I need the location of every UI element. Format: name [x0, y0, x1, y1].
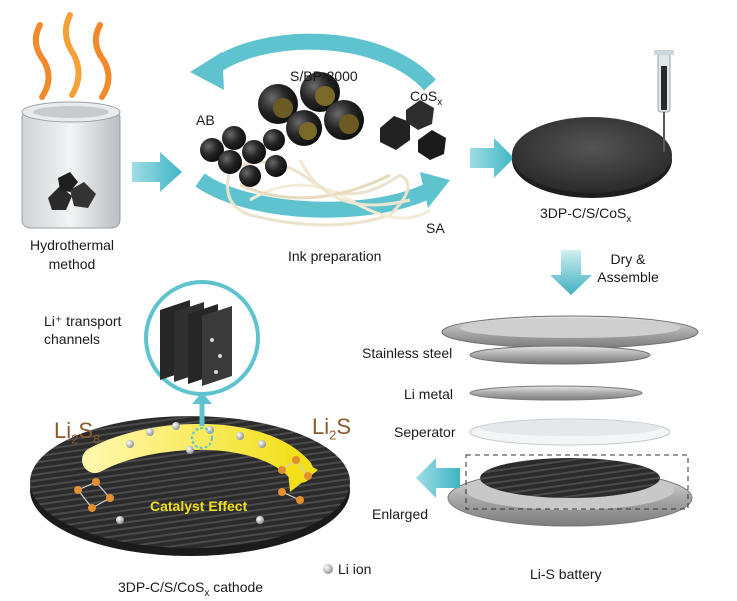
- ink-preparation-illustration: [190, 33, 450, 227]
- label-sa: SA: [426, 220, 445, 236]
- label-catalyst-effect: Catalyst Effect: [150, 498, 248, 514]
- label-li-s-battery: Li-S battery: [530, 566, 602, 582]
- label-cosx: CoSx: [410, 88, 443, 108]
- transport-channels-zoom: [144, 280, 260, 396]
- label-li2s8: Li2S8: [54, 418, 101, 447]
- arrow-left-enlarged: [416, 458, 460, 498]
- label-li-metal: Li metal: [404, 386, 454, 402]
- label-separator: Seperator: [394, 424, 456, 440]
- label-li-transport-channels: Li⁺ transport channels: [44, 313, 122, 347]
- printed-electrode-disk: [512, 50, 674, 198]
- arrow-right-2: [470, 138, 514, 178]
- label-cathode: 3DP-C/S/CoSx cathode: [118, 579, 264, 599]
- label-hydrothermal: Hydrothermal method: [29, 237, 115, 272]
- label-sbp-2000: S/BP-2000: [290, 68, 358, 84]
- label-ink-preparation: Ink preparation: [288, 248, 382, 264]
- hydrothermal-jar: [21, 12, 121, 229]
- label-li-ion: Li ion: [338, 561, 372, 577]
- label-enlarged: Enlarged: [372, 506, 429, 522]
- label-stainless-steel: Stainless steel: [362, 345, 453, 361]
- label-printed-electrode: 3DP-C/S/CoSx: [540, 205, 632, 225]
- cathode-disk: [30, 392, 350, 556]
- label-dry-assemble: Dry & Assemble: [597, 251, 659, 285]
- label-ab: AB: [196, 112, 215, 128]
- arrow-right-1: [132, 152, 182, 192]
- label-li2s: Li2S: [312, 414, 352, 443]
- arrow-down: [550, 250, 592, 295]
- battery-exploded-view: [441, 315, 699, 527]
- li-ion-legend-dot: [323, 564, 333, 574]
